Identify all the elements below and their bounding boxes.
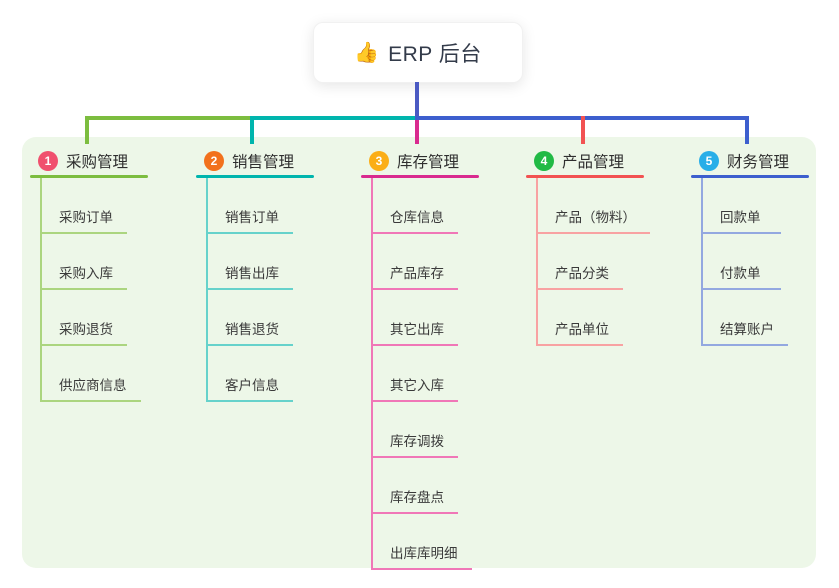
child-node[interactable]: 回款单	[703, 178, 781, 234]
branch: 5 财务管理 回款单付款单结算账户	[691, 150, 839, 346]
child-node[interactable]: 其它入库	[373, 346, 458, 402]
child-node[interactable]: 库存调拨	[373, 402, 458, 458]
connector-drop-branch-4	[581, 116, 585, 144]
branch-number-badge: 3	[369, 151, 389, 171]
branch: 3 库存管理 仓库信息产品库存其它出库其它入库库存调拨库存盘点出库库明细	[361, 150, 521, 570]
child-node[interactable]: 客户信息	[208, 346, 293, 402]
thumbs-up-icon: 👍	[354, 41, 380, 64]
branch-label: 库存管理	[397, 154, 460, 171]
branch-label: 采购管理	[66, 154, 129, 171]
branch-underline	[361, 175, 479, 178]
branch: 1 采购管理 采购订单采购入库采购退货供应商信息	[30, 150, 190, 402]
child-node[interactable]: 供应商信息	[42, 346, 141, 402]
child-node[interactable]: 产品分类	[538, 234, 623, 290]
branch-label: 产品管理	[562, 154, 625, 171]
branch-underline	[526, 175, 644, 178]
child-node[interactable]: 库存盘点	[373, 458, 458, 514]
branch-children: 回款单付款单结算账户	[701, 178, 839, 346]
root-node[interactable]: 👍 ERP 后台	[313, 22, 523, 83]
branch-underline	[691, 175, 809, 178]
connector-drop-branch-5	[745, 116, 749, 144]
connector-drop-branch-3	[415, 120, 419, 144]
branch-children: 产品（物料）产品分类产品单位	[536, 178, 686, 346]
branches-panel	[22, 137, 816, 568]
branch-node[interactable]: 1 采购管理	[30, 150, 190, 172]
child-node[interactable]: 采购退货	[42, 290, 127, 346]
child-node[interactable]: 采购订单	[42, 178, 127, 234]
child-node[interactable]: 仓库信息	[373, 178, 458, 234]
branch-node[interactable]: 3 库存管理	[361, 150, 521, 172]
child-node[interactable]: 产品库存	[373, 234, 458, 290]
branch-number-badge: 2	[204, 151, 224, 171]
connector-root-stem	[415, 82, 419, 120]
child-node[interactable]: 其它出库	[373, 290, 458, 346]
branch-children: 仓库信息产品库存其它出库其它入库库存调拨库存盘点出库库明细	[371, 178, 521, 570]
connector-drop-branch-2	[250, 116, 254, 144]
branch-label: 财务管理	[727, 154, 790, 171]
branch-underline	[196, 175, 314, 178]
branch-node[interactable]: 4 产品管理	[526, 150, 686, 172]
child-node[interactable]: 产品（物料）	[538, 178, 650, 234]
branch-node[interactable]: 5 财务管理	[691, 150, 839, 172]
branch-children: 采购订单采购入库采购退货供应商信息	[40, 178, 190, 402]
child-node[interactable]: 采购入库	[42, 234, 127, 290]
branch-number-badge: 4	[534, 151, 554, 171]
child-node[interactable]: 结算账户	[703, 290, 788, 346]
connector-drop-branch-1	[85, 116, 89, 144]
branch-number-badge: 5	[699, 151, 719, 171]
branch: 2 销售管理 销售订单销售出库销售退货客户信息	[196, 150, 356, 402]
branch: 4 产品管理 产品（物料）产品分类产品单位	[526, 150, 686, 346]
child-node[interactable]: 销售出库	[208, 234, 293, 290]
branch-underline	[30, 175, 148, 178]
child-node[interactable]: 出库库明细	[373, 514, 472, 570]
child-node[interactable]: 产品单位	[538, 290, 623, 346]
branch-children: 销售订单销售出库销售退货客户信息	[206, 178, 356, 402]
child-node[interactable]: 销售订单	[208, 178, 293, 234]
connector-horizontal-branch-1	[85, 116, 254, 120]
child-node[interactable]: 销售退货	[208, 290, 293, 346]
branch-node[interactable]: 2 销售管理	[196, 150, 356, 172]
connector-horizontal-branch-2	[252, 116, 419, 120]
branch-number-badge: 1	[38, 151, 58, 171]
branch-label: 销售管理	[232, 154, 295, 171]
child-node[interactable]: 付款单	[703, 234, 781, 290]
root-label: ERP 后台	[388, 42, 482, 66]
